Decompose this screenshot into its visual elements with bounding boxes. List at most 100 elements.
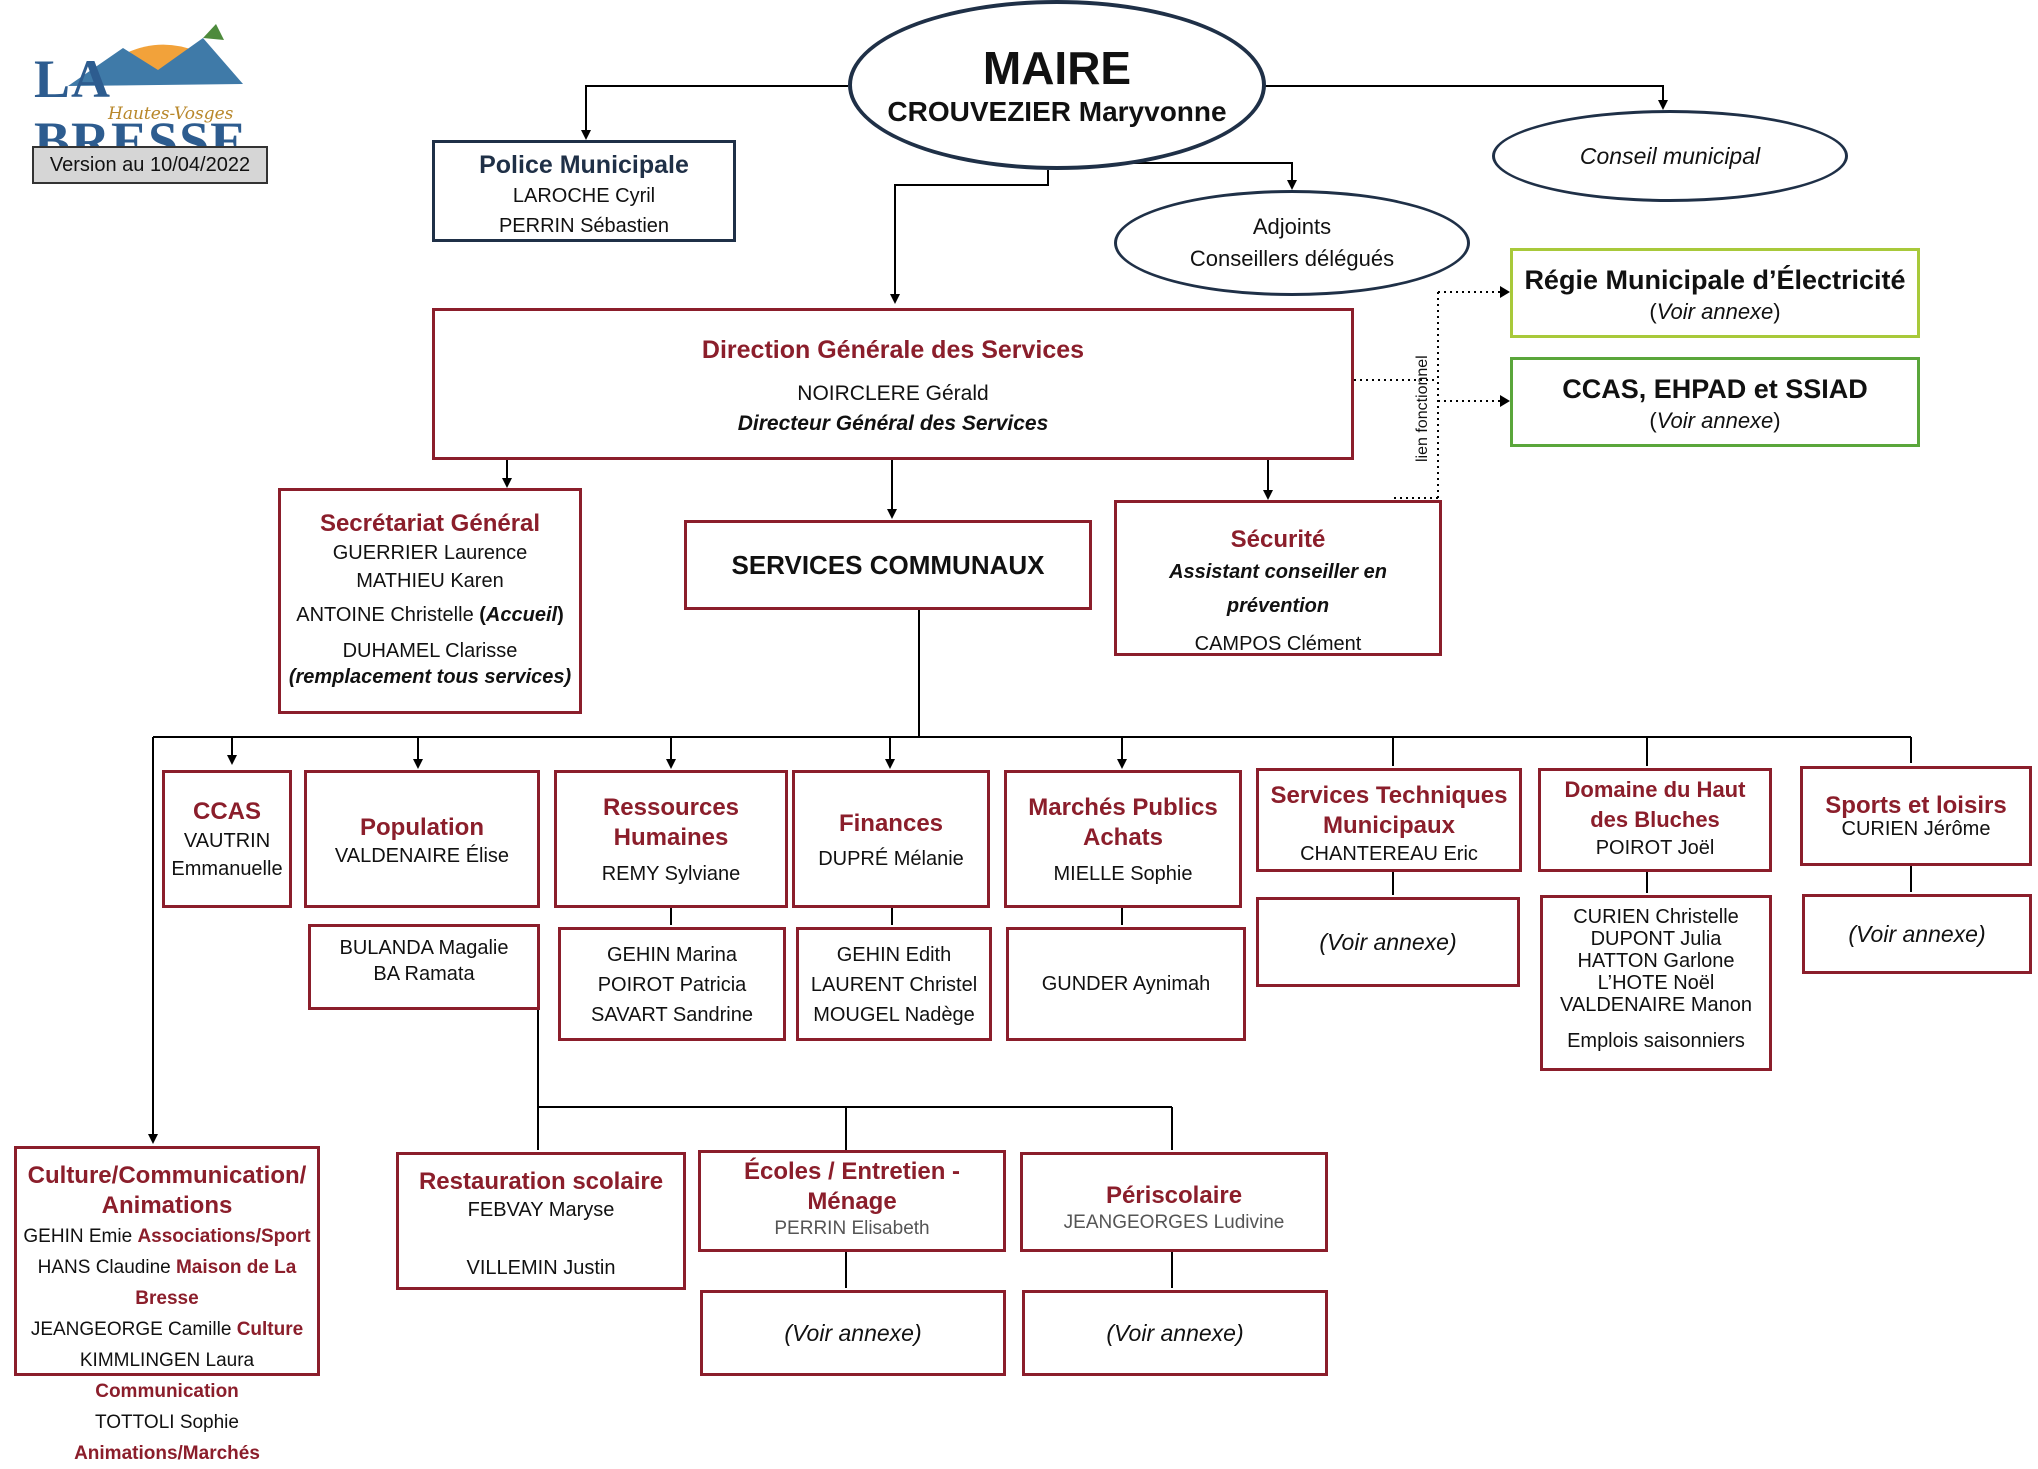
services-title: SERVICES COMMUNAUX: [731, 549, 1045, 580]
culture-role: Culture: [236, 1319, 304, 1340]
paren-close: ): [557, 604, 564, 626]
ecoles-annex: (Voir annexe): [700, 1290, 1006, 1376]
marches-team: GUNDER Aynimah: [1006, 927, 1246, 1041]
bluches-member: DUPONT Julia: [1590, 928, 1722, 950]
ccas-ehpad-node: CCAS, EHPAD et SSIAD (Voir annexe): [1510, 357, 1920, 447]
lien-fonctionnel-label: lien fonctionnel: [1414, 355, 1431, 462]
secretariat-title: Secrétariat Général: [319, 510, 541, 537]
secretariat-antoine: ANTOINE Christelle: [296, 604, 480, 626]
rh-title: Ressources: [602, 794, 740, 821]
marches-title: Achats: [1082, 824, 1164, 851]
sports-note: (Voir annexe): [1848, 921, 1986, 947]
secretariat-member: MATHIEU Karen: [356, 570, 504, 592]
ccas-node: CCAS VAUTRIN Emmanuelle: [162, 770, 292, 908]
logo-sun-icon: [68, 24, 243, 86]
techniques-title: Services Techniques: [1270, 782, 1508, 809]
culture-node: Culture/Communication/ Animations GEHIN …: [14, 1146, 320, 1464]
dgs-name: NOIRCLERE Gérald: [797, 382, 989, 405]
rh-member: POIROT Patricia: [597, 974, 747, 996]
securite-node: Sécurité Assistant conseiller en prévent…: [1114, 500, 1442, 656]
periscolaire-node: Périscolaire JEANGEORGES Ludivine: [1020, 1152, 1328, 1252]
finances-member: GEHIN Edith: [836, 944, 952, 966]
logo-subtitle: Hautes-Vosges: [108, 104, 234, 124]
culture-row: HANS Claudine Maison de La Bresse: [17, 1252, 317, 1314]
logo: LA BRESSE Hautes-Vosges: [28, 18, 268, 171]
finances-node: Finances DUPRÉ Mélanie: [792, 770, 990, 908]
police-title: Police Municipale: [479, 151, 689, 179]
paren-close: ): [1773, 408, 1781, 433]
securite-name: CAMPOS Clément: [1194, 633, 1362, 655]
ccas-ehpad-note: Voir annexe: [1656, 408, 1774, 433]
restauration-node: Restauration scolaire FEBVAY Maryse VILL…: [396, 1152, 686, 1290]
spacer: [1543, 1016, 1769, 1028]
bluches-head: POIROT Joël: [1595, 837, 1715, 859]
ccas-ehpad-note-line: (Voir annexe): [1513, 406, 1917, 436]
bluches-title: Domaine du Haut: [1564, 777, 1746, 802]
version-label: Version au 10/04/2022: [32, 146, 268, 184]
adjoints-node: Adjoints Conseillers délégués: [1114, 190, 1470, 296]
maire-title: MAIRE: [982, 42, 1132, 94]
dgs-node: Direction Générale des Services NOIRCLER…: [432, 308, 1354, 460]
regie-node: Régie Municipale d’Électricité (Voir ann…: [1510, 248, 1920, 338]
bluches-member: HATTON Garlone: [1577, 950, 1735, 972]
marches-title: Marchés Publics: [1028, 794, 1218, 821]
culture-role: Maison de La Bresse: [135, 1257, 297, 1309]
marches-member: GUNDER Aynimah: [1041, 973, 1211, 995]
culture-name: TOTTOLI Sophie: [95, 1412, 239, 1433]
restauration-member: VILLEMIN Justin: [466, 1257, 616, 1279]
culture-title: Animations: [101, 1192, 233, 1219]
finances-team: GEHIN Edith LAURENT Christel MOUGEL Nadè…: [796, 927, 992, 1041]
periscolaire-annex: (Voir annexe): [1022, 1290, 1328, 1376]
culture-row: GEHIN Emie Associations/Sport: [17, 1221, 317, 1252]
regie-title: Régie Municipale d’Électricité: [1524, 265, 1906, 295]
adjoints-line1: Adjoints: [1252, 214, 1332, 239]
population-title: Population: [360, 814, 484, 841]
bluches-member: L’HOTE Noël: [1597, 972, 1715, 994]
finances-member: MOUGEL Nadège: [813, 1004, 975, 1026]
ccas-ehpad-title: CCAS, EHPAD et SSIAD: [1562, 374, 1868, 404]
dgs-role: Directeur Général des Services: [737, 412, 1049, 435]
maire-node: MAIRE CROUVEZIER Maryvonne: [848, 0, 1266, 170]
culture-row: JEANGEORGE Camille Culture: [17, 1314, 317, 1345]
regie-note-line: (Voir annexe): [1513, 297, 1917, 327]
population-member: BULANDA Magalie: [339, 937, 509, 959]
secretariat-duhamel-role: (remplacement tous services): [288, 666, 572, 688]
culture-role: Communication: [95, 1381, 239, 1402]
bluches-seasonal: Emplois saisonniers: [1567, 1030, 1745, 1052]
ccas-name1: VAUTRIN: [183, 830, 271, 852]
conseil-label: Conseil municipal: [1579, 142, 1761, 169]
spacer: [435, 365, 1351, 379]
maire-name: CROUVEZIER Maryvonne: [887, 96, 1227, 127]
secretariat-duhamel: DUHAMEL Clarisse: [342, 640, 518, 662]
paren-open: (: [479, 604, 486, 626]
finances-title: Finances: [838, 810, 944, 837]
ccas-title: CCAS: [192, 798, 261, 825]
techniques-head: CHANTEREAU Eric: [1300, 843, 1478, 865]
paren-open: (: [1649, 408, 1657, 433]
paren-close: ): [1773, 299, 1781, 324]
rh-node: Ressources Humaines REMY Sylviane: [554, 770, 788, 908]
spacer: [399, 1223, 683, 1255]
culture-role: Associations/Sport: [137, 1226, 311, 1247]
techniques-node: Services Techniques Municipaux CHANTEREA…: [1256, 768, 1522, 872]
culture-name: KIMMLINGEN Laura: [79, 1350, 255, 1371]
restauration-member: FEBVAY Maryse: [467, 1199, 615, 1221]
secretariat-member: GUERRIER Laurence: [332, 542, 528, 564]
culture-role: Animations/Marchés: [74, 1443, 260, 1464]
paren-open: (: [1649, 299, 1657, 324]
sports-title: Sports et loisirs: [1825, 792, 2007, 819]
secretariat-node: Secrétariat Général GUERRIER Laurence MA…: [278, 488, 582, 714]
bluches-member: VALDENAIRE Manon: [1560, 994, 1752, 1016]
rh-head: REMY Sylviane: [601, 863, 741, 885]
ecoles-title: Ménage: [807, 1188, 897, 1215]
police-member: PERRIN Sébastien: [498, 215, 670, 237]
periscolaire-title: Périscolaire: [1105, 1182, 1243, 1209]
bluches-node: Domaine du Haut des Bluches POIROT Joël: [1538, 768, 1772, 872]
culture-name: JEANGEORGE Camille: [30, 1319, 237, 1340]
periscolaire-note: (Voir annexe): [1106, 1320, 1244, 1346]
ccas-name2: Emmanuelle: [171, 858, 283, 880]
culture-row: TOTTOLI Sophie Animations/Marchés: [17, 1407, 317, 1469]
secretariat-antoine-line: ANTOINE Christelle (Accueil): [281, 595, 579, 635]
population-node: Population VALDENAIRE Élise: [304, 770, 540, 908]
bluches-member: CURIEN Christelle: [1573, 906, 1739, 928]
